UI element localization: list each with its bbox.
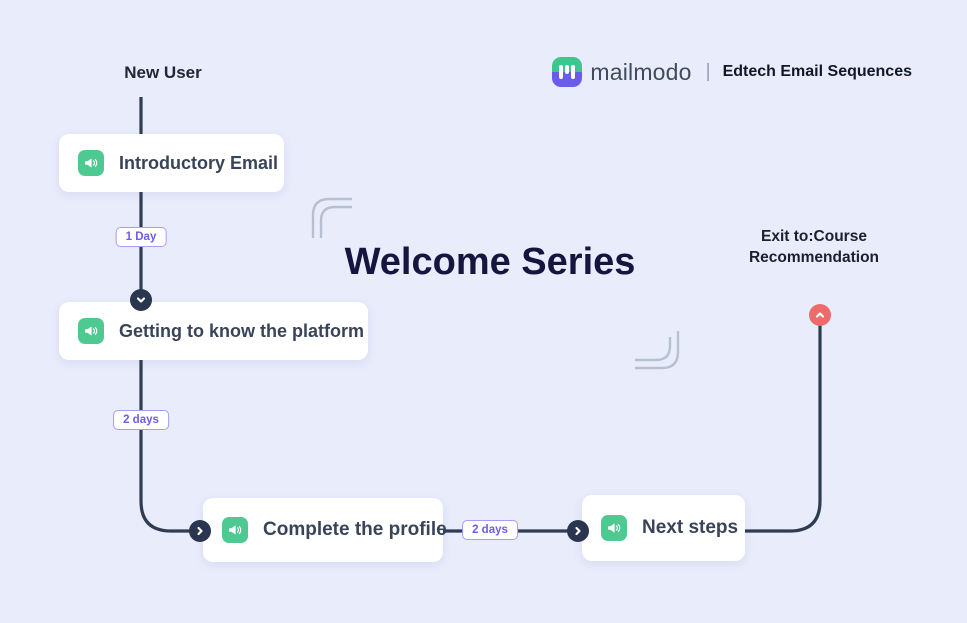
megaphone-icon <box>78 150 104 176</box>
flow-node-label: Introductory Email <box>119 152 279 173</box>
mailmodo-logo-icon <box>552 57 583 87</box>
brand-header: mailmodo | Edtech Email Sequences <box>552 57 912 87</box>
delay-badge[interactable]: 2 days <box>462 520 518 540</box>
connector-entry-branch <box>139 97 200 533</box>
flow-node-label: Next steps <box>642 517 739 538</box>
flow-node-complete-the-profile[interactable]: Complete the profile <box>203 498 447 562</box>
flow-node-label: Getting to know the platform <box>119 320 364 341</box>
megaphone-icon <box>78 318 104 344</box>
flow-node-next-steps[interactable]: Next steps <box>582 495 745 561</box>
chevron-down-icon[interactable] <box>130 289 152 311</box>
megaphone-icon <box>222 517 248 543</box>
chevron-right-icon[interactable] <box>567 520 589 542</box>
flow-node-introductory-email[interactable]: Introductory Email <box>59 134 284 192</box>
exit-label-line1: Exit to:Course <box>761 228 867 245</box>
flow-title: Welcome Series <box>344 241 636 283</box>
delay-badge[interactable]: 1 Day <box>115 227 167 247</box>
brand-logo-text: mailmodo <box>590 58 692 85</box>
header-tagline: Edtech Email Sequences <box>722 63 912 80</box>
chevron-up-icon[interactable] <box>809 304 831 326</box>
decorative-corner-bracket-top-left <box>311 197 352 238</box>
exit-label: Exit to:Course Recommendation <box>749 226 879 268</box>
entry-label: New User <box>124 63 202 82</box>
megaphone-icon <box>601 515 627 541</box>
exit-label-line2: Recommendation <box>748 249 880 266</box>
chevron-right-icon[interactable] <box>189 520 211 542</box>
decorative-corner-bracket-bottom-right <box>635 331 680 370</box>
header-separator: | <box>705 61 711 82</box>
flow-node-label: Complete the profile <box>263 519 447 540</box>
delay-badge[interactable]: 2 days <box>113 410 169 430</box>
flow-node-getting-to-know-platform[interactable]: Getting to know the platform <box>59 302 368 360</box>
connector-exit <box>745 315 822 533</box>
